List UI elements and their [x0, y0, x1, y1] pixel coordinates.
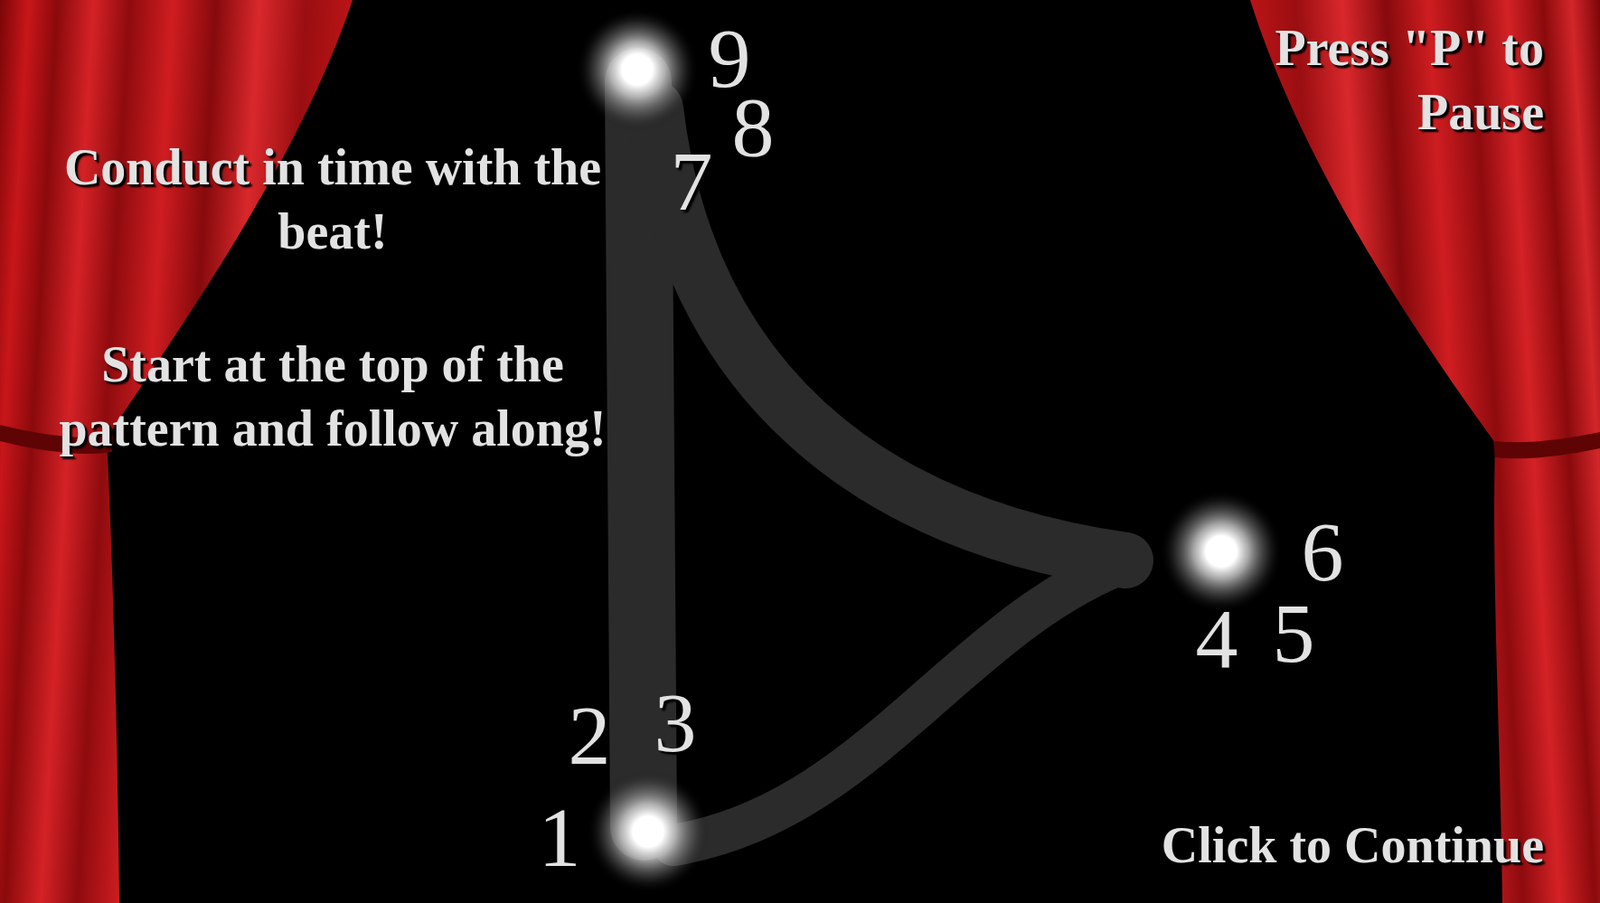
beat-glow — [575, 8, 699, 132]
beat-number: 4 — [1195, 595, 1239, 681]
instruction-text: Start at the top of the pattern and foll… — [25, 332, 640, 462]
instruction-text: Conduct in time with the beat! — [25, 135, 640, 264]
beat-number: 5 — [1272, 590, 1316, 676]
beat-number: 8 — [732, 84, 775, 170]
beat-number: 2 — [568, 692, 612, 778]
beat-number: 3 — [654, 679, 697, 765]
pause-hint: Press "P" to Pause — [1200, 16, 1544, 145]
beat-path — [655, 108, 1126, 561]
curtain-tie — [1493, 432, 1600, 459]
beat-number: 1 — [538, 794, 582, 880]
beat-path — [673, 560, 1130, 846]
beat-number: 7 — [670, 138, 714, 224]
beat-glow — [586, 770, 710, 894]
continue-prompt: Click to Continue — [1001, 813, 1544, 878]
beat-number: 6 — [1301, 508, 1345, 594]
beat-glow — [1159, 489, 1283, 613]
